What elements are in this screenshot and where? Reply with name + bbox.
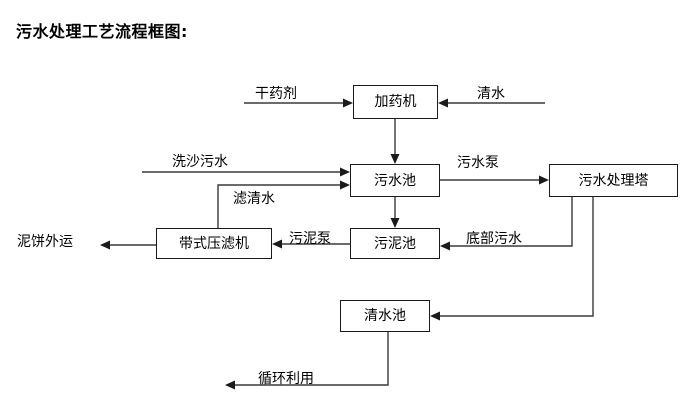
node-label: 污泥池 <box>374 235 416 252</box>
wire-tower-to-clear-pool <box>436 197 594 317</box>
edge-label-sewage-pump: 污水泵 <box>457 155 499 171</box>
arrowhead-sludge-pool-right <box>440 241 450 251</box>
edge-label-mud-cake-transport: 泥饼外运 <box>17 234 73 250</box>
edge-label-dry-agent: 干药剂 <box>255 86 297 102</box>
node-label: 加药机 <box>374 94 417 110</box>
arrowhead-belt-press-right <box>272 239 282 249</box>
page-title: 污水处理工艺流程框图: <box>16 22 188 41</box>
node-label: 清水池 <box>364 308 406 324</box>
arrowhead-dosing-right <box>438 98 448 108</box>
node-label: 污水池 <box>374 172 416 189</box>
edge-label-sludge-pump: 污泥泵 <box>289 231 331 247</box>
arrowhead-sewage-pool-top <box>390 154 400 164</box>
arrowhead-recycle-out <box>225 380 235 390</box>
arrowhead-sewage-pool-left-upper <box>340 167 350 177</box>
arrowhead-tower-left <box>539 175 549 185</box>
node-label: 带式压滤机 <box>179 235 249 252</box>
node-label: 污水处理塔 <box>578 172 649 189</box>
edge-label-bottom-sewage: 底部污水 <box>466 231 522 247</box>
arrowhead-sewage-pool-left-lower <box>340 180 350 190</box>
node-dosing-machine[interactable]: 加药机 <box>353 85 438 119</box>
edge-label-filtrate-water: 滤清水 <box>233 191 275 207</box>
arrowhead-mudcake-out <box>100 240 110 250</box>
edge-label-clean-water: 清水 <box>477 86 505 102</box>
node-clear-water-pool[interactable]: 清水池 <box>340 300 430 332</box>
wire-tower-bottom-to-sludge-pool <box>446 197 573 247</box>
edge-label-recycle-use: 循环利用 <box>258 371 314 387</box>
edge-label-sand-washing-sewage: 洗沙污水 <box>172 154 228 170</box>
wire-clear-pool-to-recycle <box>231 332 389 386</box>
arrowhead-sludge-pool-top <box>390 218 400 228</box>
arrowhead-dosing-left <box>343 98 353 108</box>
arrowhead-clear-pool-right <box>430 311 440 321</box>
wire-filtrate-to-sewage-pool <box>217 184 344 228</box>
node-treatment-tower[interactable]: 污水处理塔 <box>549 164 678 197</box>
node-sludge-pool[interactable]: 污泥池 <box>350 228 440 259</box>
node-belt-filter-press[interactable]: 带式压滤机 <box>156 228 272 259</box>
node-sewage-pool[interactable]: 污水池 <box>350 164 440 197</box>
